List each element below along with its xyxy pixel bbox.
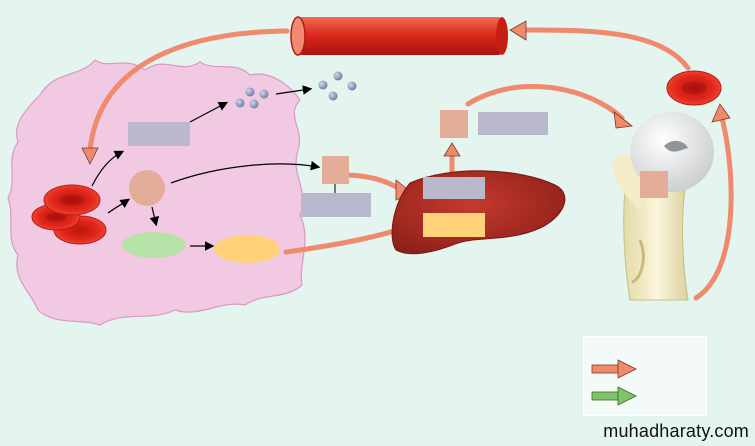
granule-to-liver-arrow — [345, 172, 405, 193]
label-box-peach-upper — [440, 110, 468, 138]
blood-vessel — [290, 16, 508, 56]
intracellular-arrows — [91, 85, 321, 251]
orange-arrow-icon — [591, 359, 637, 379]
bone — [612, 112, 714, 301]
arrowhead-icon — [613, 111, 634, 129]
arrowhead-icon — [711, 103, 731, 123]
label-box-gray-upper — [478, 112, 548, 135]
liver-gray-box — [423, 177, 485, 199]
vessel-to-macrophage-arrow — [87, 28, 290, 153]
label-box-gray-macrophage — [128, 122, 190, 146]
legend-panel — [583, 336, 707, 416]
green-arrow-icon — [591, 386, 637, 406]
circulating-rbc — [666, 70, 722, 106]
green-oval — [122, 232, 186, 258]
label-to-bone-arrow — [465, 84, 625, 121]
granules-cluster-inner — [235, 87, 269, 109]
label-box-yellow-liver — [423, 213, 485, 237]
watermark: muhadharaty.com — [603, 421, 749, 441]
arrowhead-icon — [443, 142, 461, 157]
heme-molecule — [129, 170, 165, 206]
phagocytosed-rbc-cluster — [31, 184, 107, 245]
granules-cluster-outer — [318, 71, 357, 101]
rbc-to-vessel-arrow — [521, 27, 691, 71]
arrowhead-icon — [81, 147, 99, 165]
arrowhead-icon — [509, 20, 527, 41]
yellow-oval — [214, 235, 280, 263]
bone-to-rbc-arrow — [693, 115, 734, 301]
label-box-peach-transport — [322, 156, 349, 184]
label-box-gray-transport — [301, 193, 371, 217]
label-box-peach-bone — [640, 171, 668, 198]
